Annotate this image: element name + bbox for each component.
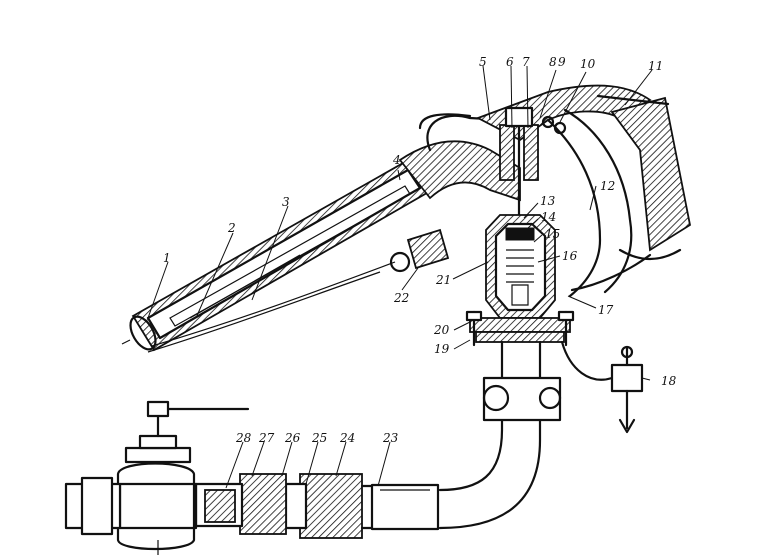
callout-26: 26 xyxy=(284,431,301,445)
sensor xyxy=(560,340,644,434)
callout-22: 22 xyxy=(393,291,409,305)
leader-lines xyxy=(147,65,653,489)
callout-20: 20 xyxy=(433,323,450,337)
callout-16: 16 xyxy=(562,249,578,263)
callout-12: 12 xyxy=(600,179,615,193)
callout-17: 17 xyxy=(598,303,614,317)
callout-18: 18 xyxy=(661,374,677,388)
hose-elbow xyxy=(370,340,562,531)
callout-19: 19 xyxy=(434,342,450,356)
callout-1: 1 xyxy=(163,251,171,265)
callout-28: 28 xyxy=(235,431,252,445)
shutoff-valve xyxy=(64,400,250,555)
callout-11: 11 xyxy=(648,59,663,73)
spout-barrel xyxy=(121,156,434,352)
callout-5: 5 xyxy=(479,55,487,69)
callout-3: 3 xyxy=(282,195,290,209)
callout-8: 8 xyxy=(549,55,557,69)
callout-23: 23 xyxy=(382,431,399,445)
callout-13: 13 xyxy=(540,194,556,208)
hose-couplings xyxy=(194,473,374,539)
callout-27: 27 xyxy=(258,431,275,445)
callout-labels: 1 2 3 4 5 6 7 8 9 10 11 12 13 14 15 16 1… xyxy=(163,55,677,445)
valve-assembly xyxy=(485,106,567,322)
chain xyxy=(147,228,450,353)
callout-10: 10 xyxy=(580,57,596,71)
callout-4: 4 xyxy=(392,153,401,167)
callout-24: 24 xyxy=(339,431,355,445)
callout-9: 9 xyxy=(558,55,566,69)
flange xyxy=(465,310,575,347)
callout-25: 25 xyxy=(311,431,327,445)
callout-2: 2 xyxy=(227,221,236,235)
callout-6: 6 xyxy=(506,55,514,69)
callout-7: 7 xyxy=(522,55,530,69)
callout-15: 15 xyxy=(545,227,560,241)
callout-14: 14 xyxy=(541,210,556,224)
callout-21: 21 xyxy=(435,273,451,287)
